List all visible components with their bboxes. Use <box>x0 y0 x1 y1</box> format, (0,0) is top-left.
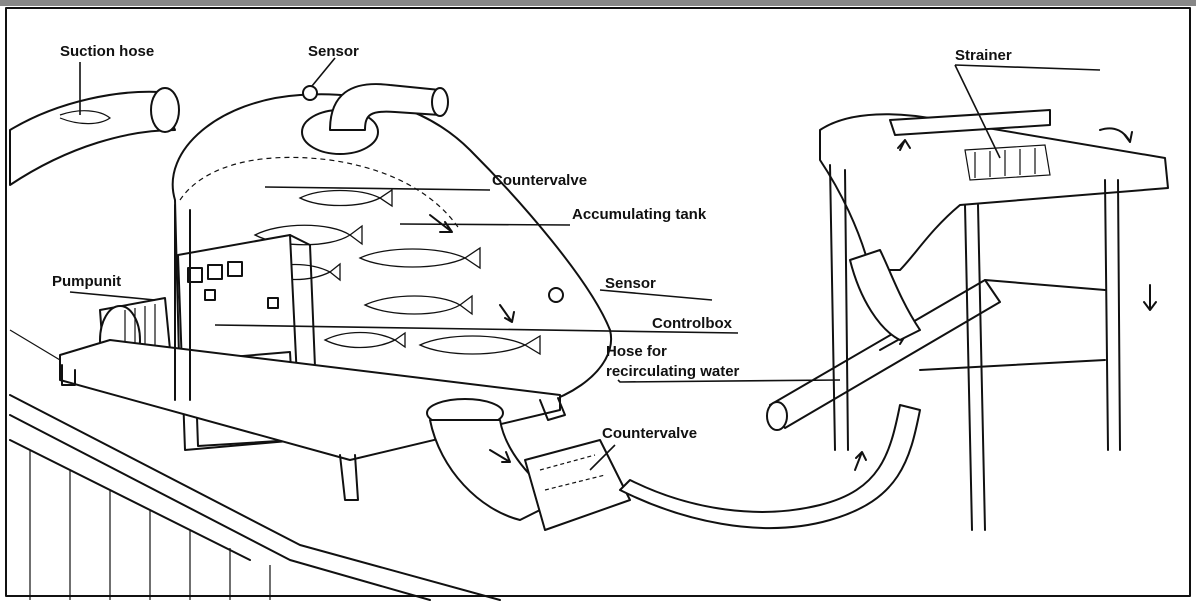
label-strainer: Strainer <box>955 47 1012 64</box>
label-suction-hose: Suction hose <box>60 43 154 60</box>
label-sensor-top: Sensor <box>308 43 359 60</box>
label-hose-recirc-line1: Hose for <box>606 343 667 360</box>
label-sensor-side: Sensor <box>605 275 656 292</box>
label-countervalve-bottom: Countervalve <box>602 425 697 442</box>
label-countervalve-top: Countervalve <box>492 172 587 189</box>
label-hose-recirc-line2: recirculating water <box>606 363 740 380</box>
outlet-hose <box>427 399 920 530</box>
suction-hose <box>10 88 179 185</box>
label-pumpunit: Pumpunit <box>52 273 121 290</box>
label-accumulating-tank: Accumulating tank <box>572 206 707 223</box>
strainer-stand <box>820 110 1168 530</box>
label-controlbox: Controlbox <box>652 315 733 332</box>
